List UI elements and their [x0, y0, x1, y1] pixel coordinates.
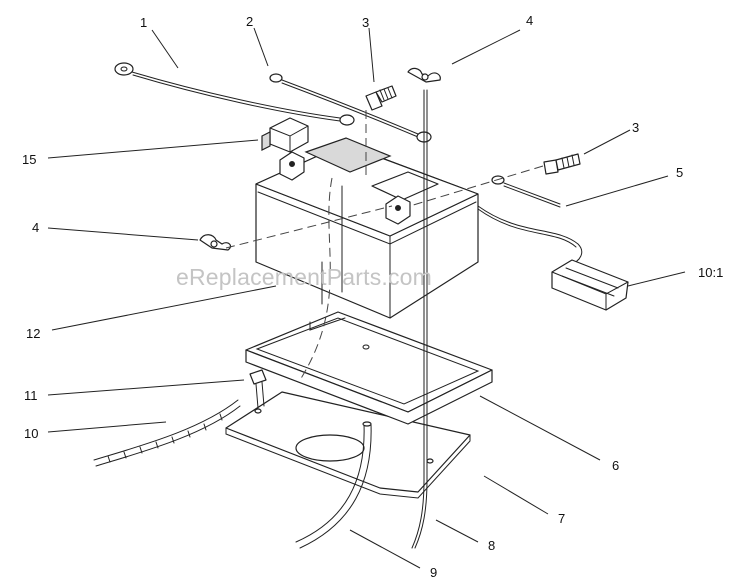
cable-connector [551, 259, 629, 311]
callout-7: 7 [558, 511, 565, 526]
callout-8: 8 [488, 538, 495, 553]
vent-tube [295, 421, 372, 549]
wing-nut-lower [199, 234, 232, 251]
callout-labels: 1 2 3 4 3 5 15 4 10:1 12 11 10 6 7 8 9 [22, 13, 723, 580]
bolt-right [543, 153, 581, 175]
callout-10-1: 10:1 [698, 265, 723, 280]
callout-10: 10 [24, 426, 38, 441]
leader-lines [47, 27, 686, 569]
battery-tray [245, 311, 493, 425]
battery [255, 137, 479, 319]
wing-nut-upper [407, 67, 441, 83]
assembly-lines [225, 110, 544, 381]
callout-3-right: 3 [632, 120, 639, 135]
battery-terminal-negative [385, 195, 411, 225]
callout-2: 2 [246, 14, 253, 29]
callout-6: 6 [612, 458, 619, 473]
callout-15: 15 [22, 152, 36, 167]
bolt-upper [365, 85, 397, 111]
callout-12: 12 [26, 326, 40, 341]
terminal-boot [261, 117, 309, 153]
callout-4-upper: 4 [526, 13, 533, 28]
tray-screw [249, 369, 267, 409]
callout-5: 5 [676, 165, 683, 180]
callout-11: 11 [24, 388, 38, 403]
spiral-wrap [93, 399, 241, 467]
callout-9: 9 [430, 565, 437, 580]
callout-4-lower: 4 [32, 220, 39, 235]
callout-1: 1 [140, 15, 147, 30]
battery-cable-1 [114, 62, 355, 126]
mounting-plate [225, 391, 471, 499]
hold-down-rod [411, 89, 428, 549]
battery-terminal-positive [279, 151, 305, 181]
battery-cable-5 [477, 175, 583, 265]
callout-3-upper: 3 [362, 15, 369, 30]
watermark: eReplacementParts.com [176, 264, 432, 290]
